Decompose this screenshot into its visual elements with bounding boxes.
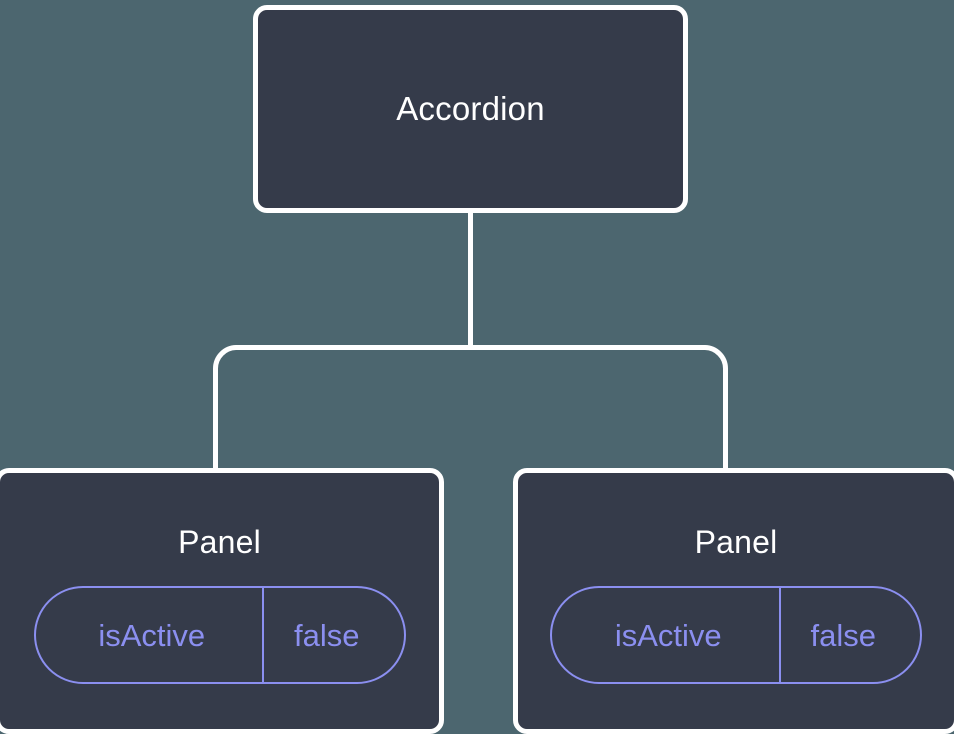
prop-pill-isactive-left[interactable]: isActive false: [33, 586, 406, 685]
tree-node-panel-left[interactable]: Panel isActive false: [0, 468, 444, 734]
prop-value-left: false: [294, 617, 360, 653]
connector-branch-right: [470, 345, 728, 472]
prop-divider-right: [778, 588, 781, 683]
prop-list-left: isActive false: [0, 586, 439, 685]
node-title-panel-right: Panel: [694, 524, 778, 560]
node-title-panel-left: Panel: [178, 524, 261, 560]
prop-pill-isactive-right[interactable]: isActive false: [550, 586, 922, 685]
node-title-accordion: Accordion: [396, 89, 545, 127]
prop-key-right: isActive: [614, 617, 722, 653]
prop-key-left: isActive: [98, 617, 206, 653]
tree-node-panel-right[interactable]: Panel isActive false: [513, 468, 954, 734]
connector-branch-left: [213, 345, 471, 472]
prop-value-right: false: [810, 617, 876, 653]
tree-node-accordion[interactable]: Accordion: [253, 5, 688, 213]
prop-divider-left: [262, 588, 265, 683]
prop-list-right: isActive false: [518, 586, 954, 685]
